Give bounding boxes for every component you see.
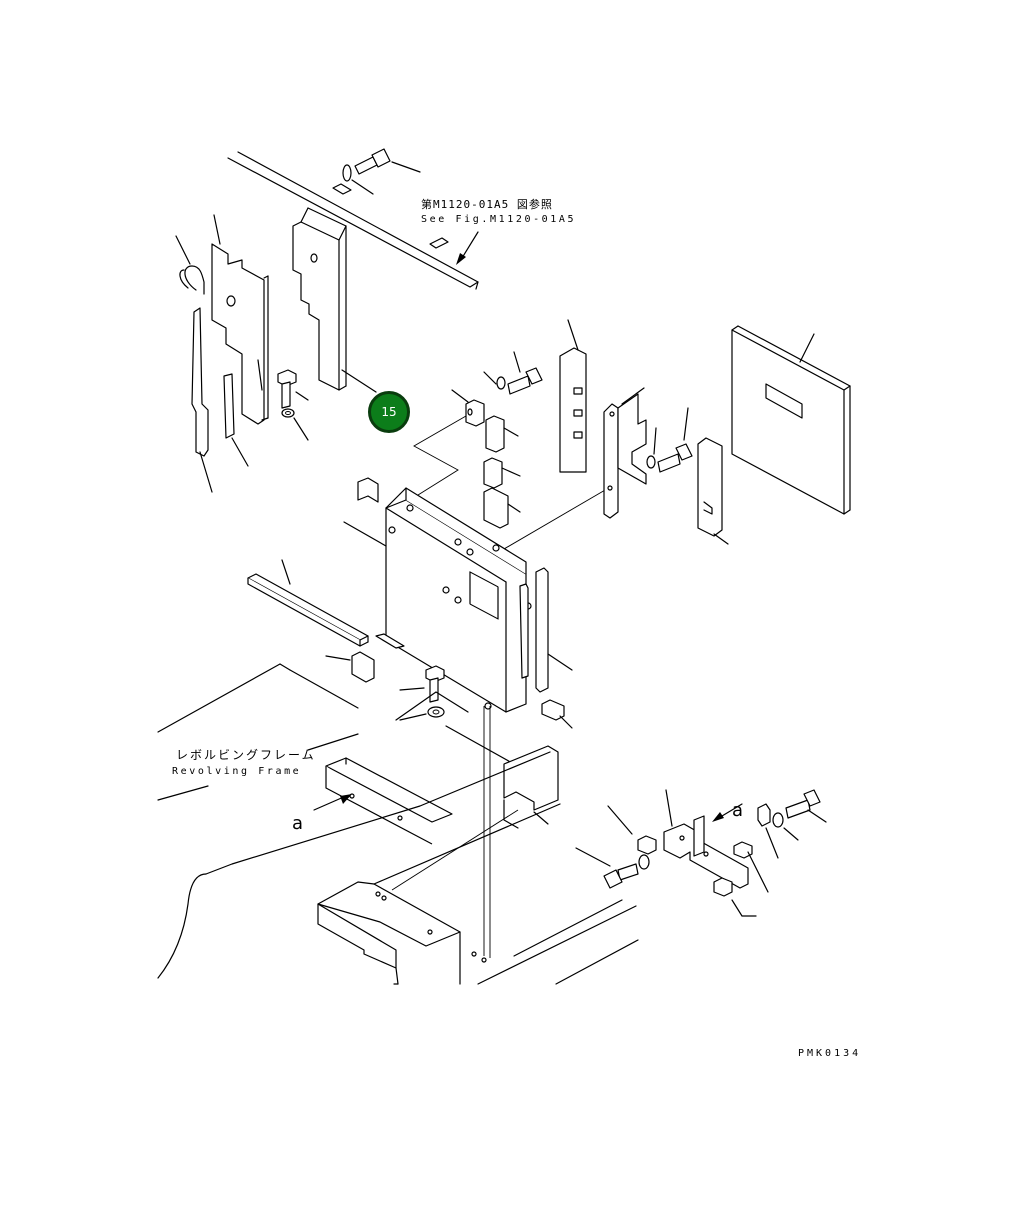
lower-blocks [325,651,573,729]
frame-label-en: Revolving Frame [172,766,302,777]
alignment-lines [391,706,519,958]
controller-box [343,477,532,713]
large-vertical-plate [292,207,377,393]
drawing-code: PMK0134 [798,1048,862,1059]
cover-panel [731,325,851,515]
reference-label-jp: 第M1120-01A5 図参照 [421,198,553,211]
long-strap [191,307,213,493]
frame-label-jp: レボルビングフレーム [176,748,316,762]
right-upper-plate-2 [603,387,647,519]
view-marker-a-left: a [292,813,304,834]
right-upper-plate [559,319,587,473]
top-rail [227,151,479,290]
small-bracket [451,389,521,529]
right-bolt [646,407,693,473]
narrow-strip [223,373,249,467]
reference-arrow [456,231,479,265]
base-block [317,803,639,985]
detail-a-bracket [575,789,827,917]
center-bolt [483,351,543,395]
reference-label-en: See Fig.M1120-01A5 [421,214,577,225]
left-bracket-plate [211,214,269,425]
part-callout-badge[interactable]: 15 [368,391,410,433]
right-small-plate [697,437,729,545]
revolving-frame [157,663,515,801]
left-bolt [277,369,309,441]
frame-beam [157,745,559,979]
top-bolt [342,148,421,195]
side-strips [519,567,573,693]
u-clip [175,235,205,295]
lower-bolt [399,665,445,721]
view-marker-a-right: a [732,800,744,821]
long-bar [247,559,369,647]
